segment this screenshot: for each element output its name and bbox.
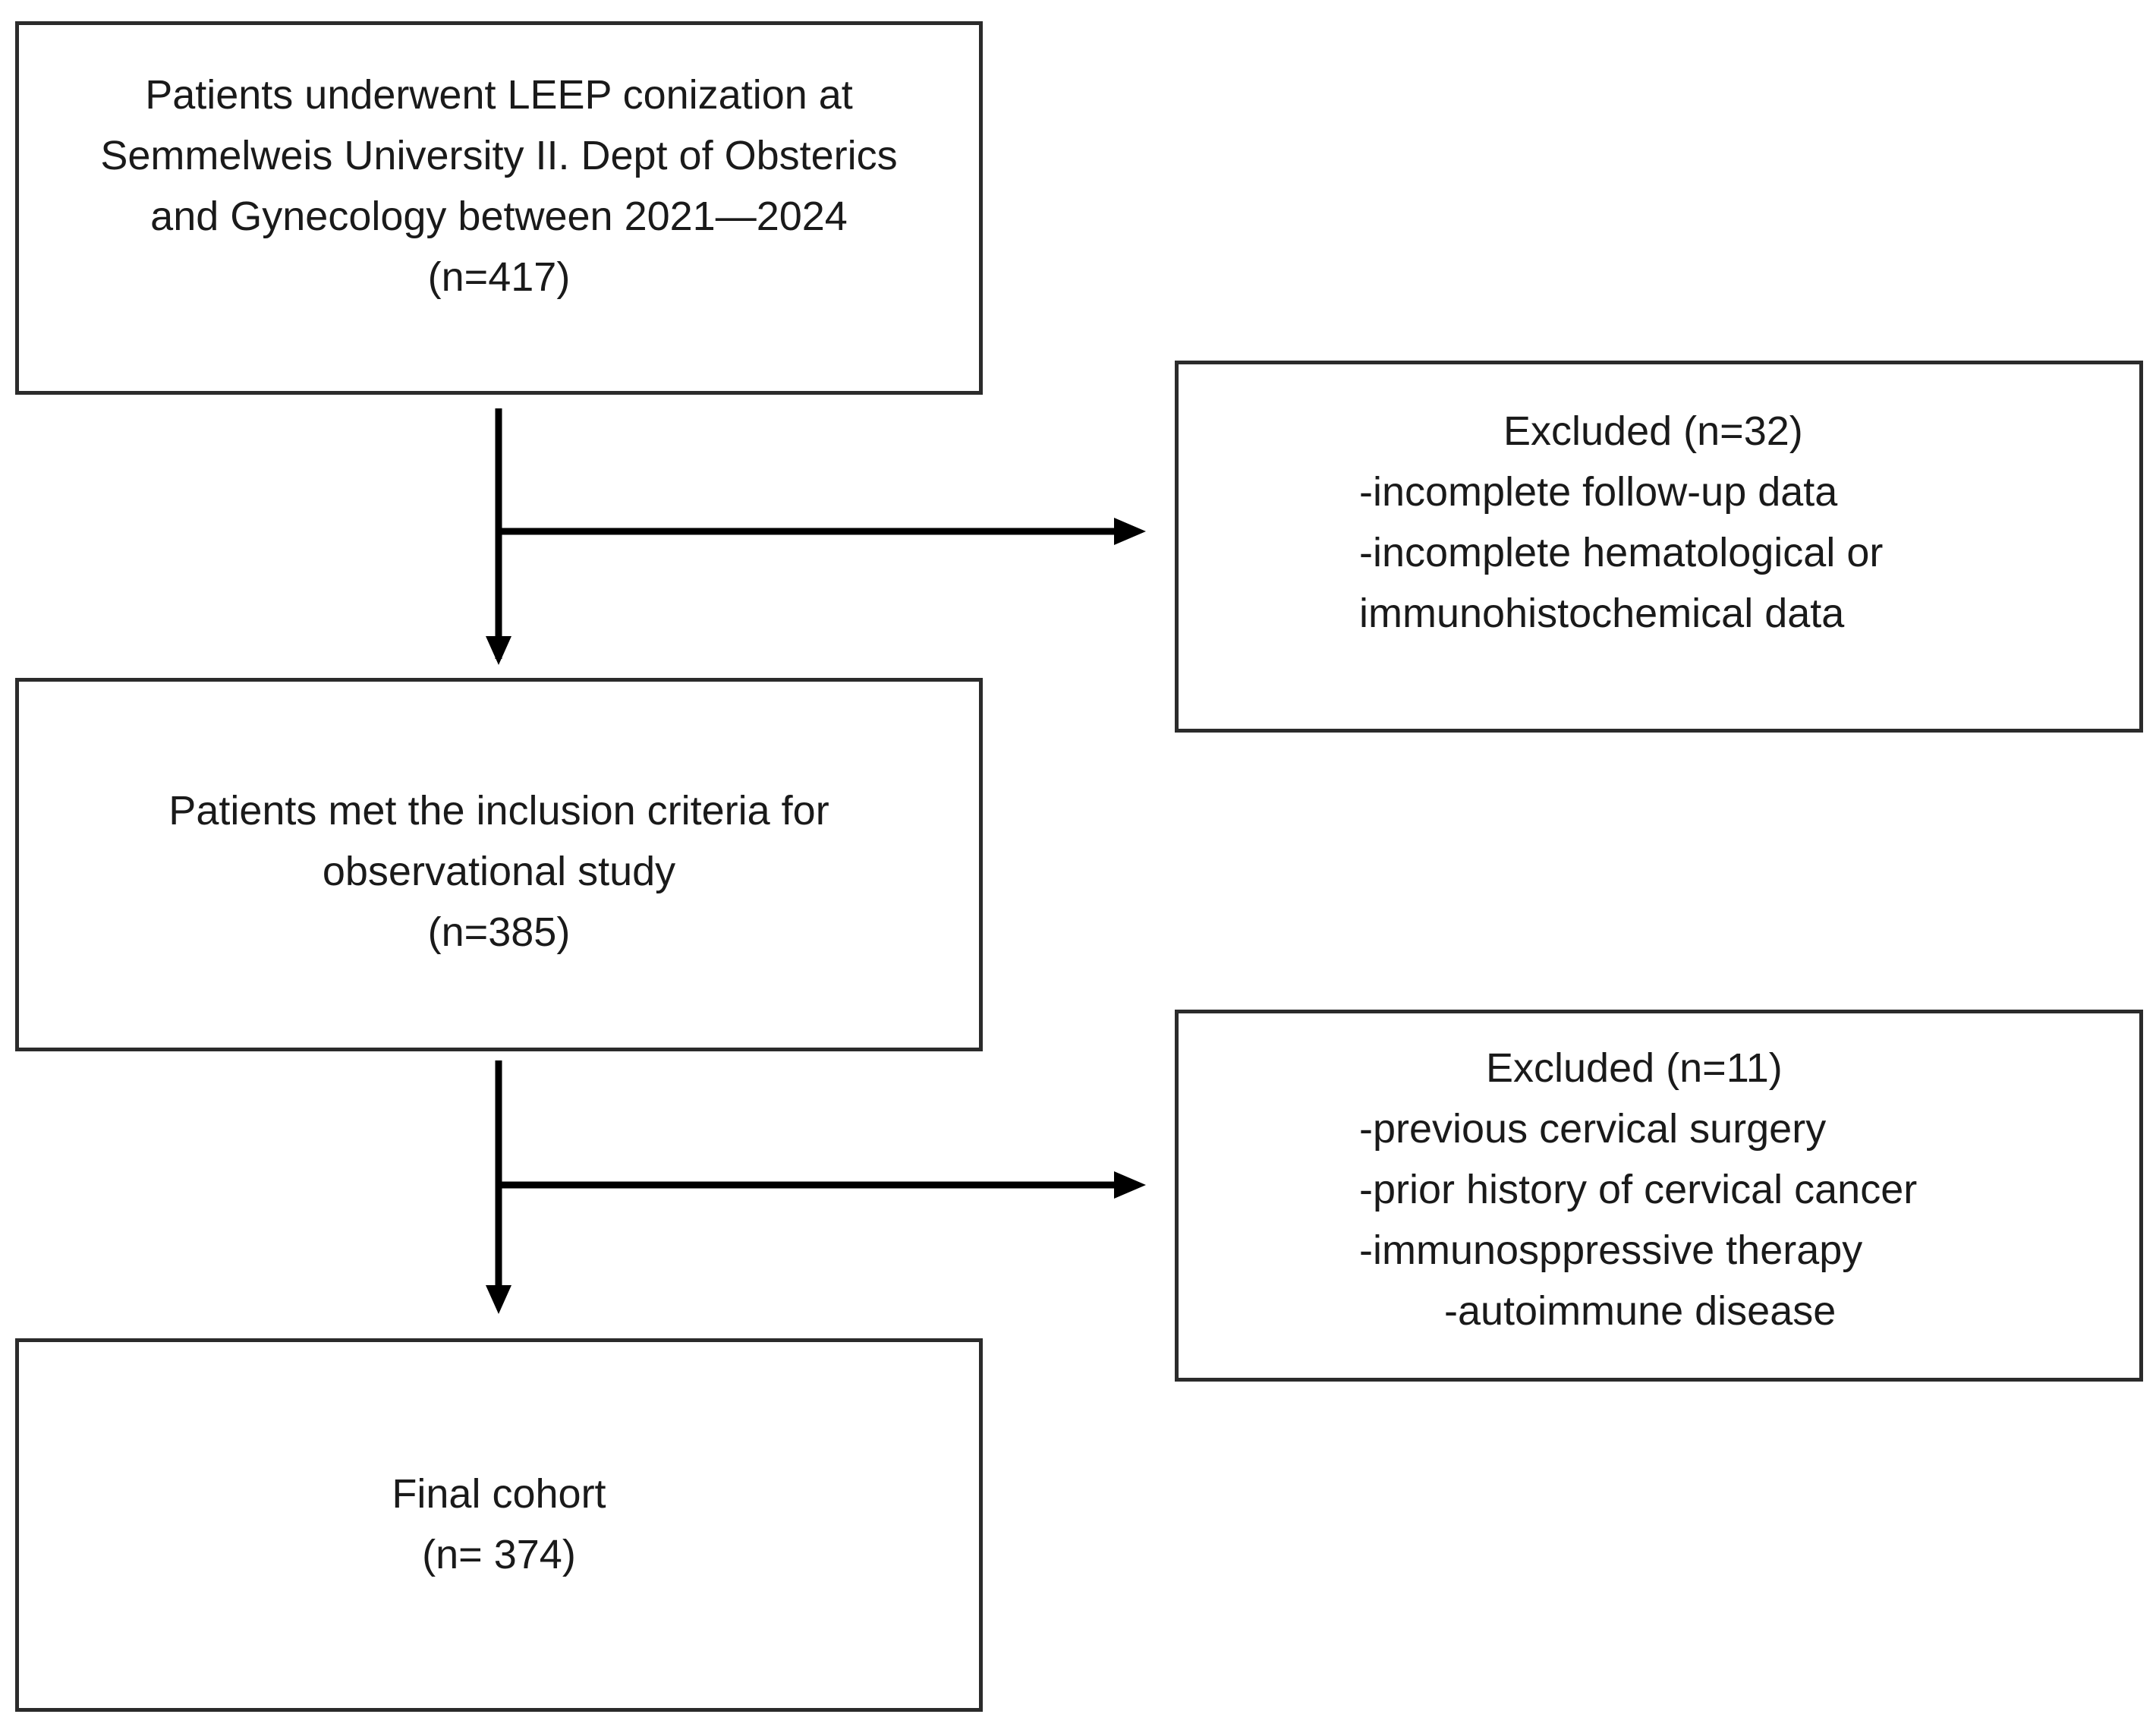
enrollment-line: Patients underwent LEEP conization at bbox=[145, 72, 853, 118]
enrollment-line: and Gynecology between 2021—2024 bbox=[150, 194, 848, 239]
enrollment-text: Patients underwent LEEP conization at Se… bbox=[19, 65, 979, 307]
side-arrow-1-head bbox=[1114, 518, 1146, 545]
side-arrow-2-head bbox=[1114, 1171, 1146, 1199]
exclusion-2-item: -immunosppressive therapy bbox=[1359, 1227, 1863, 1273]
final-cohort-count: (n= 374) bbox=[422, 1532, 576, 1577]
enrollment-line: Semmelweis University II. Dept of Obster… bbox=[100, 133, 898, 178]
down-arrow-2-head bbox=[486, 1285, 511, 1314]
exclusion-2-item: -prior history of cervical cancer bbox=[1359, 1167, 1918, 1212]
final-cohort-title: Final cohort bbox=[392, 1471, 606, 1517]
inclusion-line: observational study bbox=[322, 849, 676, 894]
exclusion-box-1: Excluded (n=32) -incomplete follow-up da… bbox=[1175, 361, 2143, 733]
inclusion-count: (n=385) bbox=[427, 909, 571, 955]
inclusion-line: Patients met the inclusion criteria for bbox=[168, 788, 829, 833]
exclusion-1-text: Excluded (n=32) -incomplete follow-up da… bbox=[1179, 401, 2139, 644]
exclusion-1-item: immunohistochemical data bbox=[1359, 591, 1845, 636]
exclusion-1-item: -incomplete follow-up data bbox=[1359, 469, 1838, 515]
exclusion-1-title: Excluded (n=32) bbox=[1503, 408, 1803, 454]
down-arrow-1-head bbox=[486, 636, 511, 665]
exclusion-1-item: -incomplete hematological or bbox=[1359, 530, 1884, 575]
exclusion-2-text: Excluded (n=11) -previous cervical surge… bbox=[1179, 1038, 2139, 1341]
exclusion-2-item: -previous cervical surgery bbox=[1359, 1106, 1827, 1152]
enrollment-box: Patients underwent LEEP conization at Se… bbox=[15, 21, 983, 395]
exclusion-2-title: Excluded (n=11) bbox=[1486, 1045, 1783, 1091]
inclusion-text: Patients met the inclusion criteria for … bbox=[19, 780, 979, 963]
final-cohort-text: Final cohort (n= 374) bbox=[19, 1464, 979, 1585]
final-cohort-box: Final cohort (n= 374) bbox=[15, 1338, 983, 1712]
exclusion-2-item: -autoimmune disease bbox=[1444, 1288, 1837, 1334]
enrollment-count: (n=417) bbox=[427, 254, 571, 300]
exclusion-box-2: Excluded (n=11) -previous cervical surge… bbox=[1175, 1010, 2143, 1382]
inclusion-box: Patients met the inclusion criteria for … bbox=[15, 678, 983, 1051]
